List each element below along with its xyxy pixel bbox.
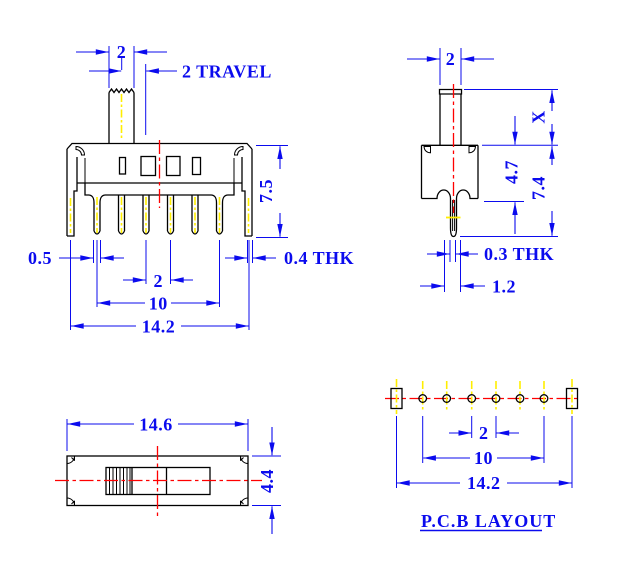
front-dim-bracket-thk: 0.4 THK — [225, 240, 354, 268]
side-pin-thk-label: 0.3 THK — [484, 244, 554, 264]
front-dim-pin-pitch: 2 — [123, 240, 193, 291]
front-pin-span-label: 10 — [149, 294, 168, 314]
side-knob-width-label: 2 — [446, 49, 456, 69]
pcb-title: P.C.B LAYOUT — [420, 511, 556, 532]
front-overall-width-label: 14.2 — [142, 317, 176, 337]
side-knob-height-label: X — [529, 110, 549, 124]
front-knob-stem — [108, 87, 135, 144]
side-dim-pin-thk: 0.3 THK — [427, 240, 554, 264]
front-knob-width-label: 2 — [117, 42, 127, 62]
pcb-layout-view: 2 10 14.2 P.C.B LAYOUT — [385, 379, 581, 532]
front-travel-label: 2 TRAVEL — [182, 62, 272, 82]
front-dim-pin-span: 10 — [96, 240, 220, 314]
front-dim-body-height: 7.5 — [256, 145, 288, 238]
pcb-pad-span-label: 14.2 — [467, 473, 501, 493]
front-dim-pin-width: 0.5 — [28, 240, 124, 268]
top-overall-length-label: 14.6 — [139, 415, 173, 435]
front-pin-width-label: 0.5 — [28, 248, 52, 268]
side-total-height-label: 7.4 — [529, 176, 549, 200]
front-dim-overall-width: 14.2 — [70, 240, 250, 337]
front-pins — [88, 194, 228, 235]
pcb-centerlines — [385, 379, 581, 414]
front-body-outline — [66, 142, 253, 237]
front-view: 2 2 TRAVEL 7.5 0.5 — [28, 42, 354, 337]
side-knob-stem — [438, 88, 463, 146]
front-centerlines — [69, 94, 250, 233]
side-body-depth-label: 4.7 — [502, 160, 522, 184]
front-dim-knob-width: 2 — [76, 42, 167, 88]
top-centerlines — [55, 446, 262, 518]
pcb-hole-pitch-label: 2 — [479, 423, 489, 443]
side-body-outline — [420, 144, 479, 238]
front-bracket-thk-label: 0.4 THK — [284, 248, 354, 268]
top-view: 14.6 4.4 — [55, 415, 281, 534]
side-dim-total-height: 7.4 — [529, 146, 555, 236]
pcb-extension-lines — [396, 416, 573, 488]
front-body-height-label: 7.5 — [256, 179, 276, 203]
front-pin-pitch-label: 2 — [153, 271, 163, 291]
side-dim-pin-width: 1.2 — [420, 240, 516, 297]
pcb-dim-pad-span: 14.2 — [396, 473, 572, 493]
top-dim-overall-length: 14.6 — [66, 415, 249, 451]
side-dim-knob-height: X — [529, 90, 555, 145]
pcb-dim-hole-pitch: 2 — [449, 423, 519, 443]
top-overall-width-label: 4.4 — [257, 469, 277, 493]
pcb-dim-hole-span: 10 — [423, 448, 544, 468]
side-extension-lines — [460, 89, 558, 237]
pcb-pads-and-holes — [390, 387, 579, 410]
side-pin-width-label: 1.2 — [492, 277, 516, 297]
front-face-holes — [118, 155, 202, 177]
side-dim-knob-width: 2 — [407, 48, 494, 85]
side-view: 2 X 7.4 4.7 — [407, 48, 558, 297]
pcb-title-label: P.C.B LAYOUT — [421, 511, 556, 531]
top-dim-overall-width: 4.4 — [252, 427, 281, 534]
pcb-hole-span-label: 10 — [474, 448, 493, 468]
front-dim-travel: 2 TRAVEL — [89, 57, 272, 135]
side-dim-body-depth: 4.7 — [502, 116, 522, 234]
